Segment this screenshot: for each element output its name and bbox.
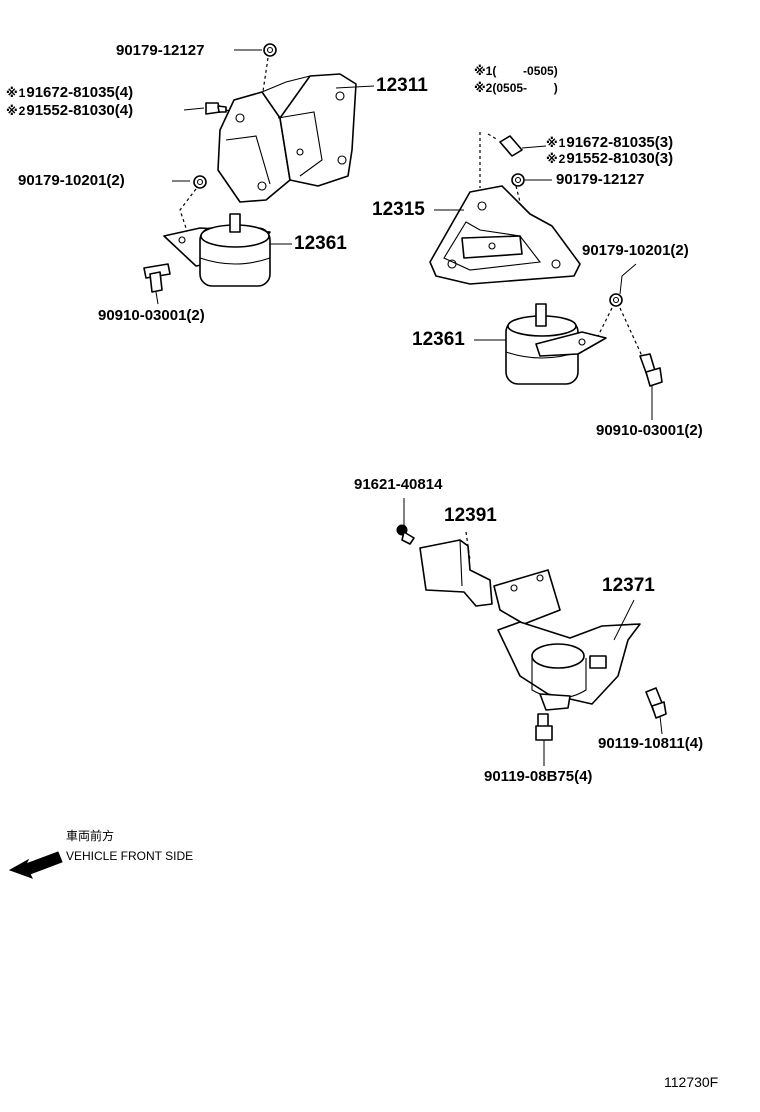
engine-mount-insulator-12361-left bbox=[163, 213, 271, 287]
part-90179-10201-2-left[interactable]: 90179-10201(2) bbox=[18, 172, 125, 189]
part-12371[interactable]: 12371 bbox=[602, 575, 655, 596]
stopper-12391 bbox=[419, 539, 493, 607]
marker-icon: ※ bbox=[474, 64, 486, 78]
part-12315[interactable]: 12315 bbox=[372, 199, 425, 220]
engine-mount-insulator-12371 bbox=[493, 569, 641, 711]
vehicle-front-en: VEHICLE FRONT SIDE bbox=[66, 849, 194, 863]
right-mount-assembly bbox=[429, 132, 663, 420]
variant-note-2: ※2(0505- ) bbox=[474, 81, 558, 95]
part-90910-03001-2-left[interactable]: 90910-03001(2) bbox=[98, 307, 205, 324]
small-bolt bbox=[396, 524, 415, 545]
vehicle-front-arrow-icon bbox=[8, 851, 63, 879]
part-91672-81035-3[interactable]: ※191672-81035(3) bbox=[546, 134, 674, 151]
engine-mount-insulator-12361-right bbox=[505, 303, 607, 385]
nut-side-left bbox=[193, 175, 207, 189]
upper-left-mount-assembly bbox=[143, 43, 375, 305]
part-12361-right[interactable]: 12361 bbox=[412, 329, 465, 350]
stud-bolt-right bbox=[639, 353, 663, 387]
part-90119-08b75-4[interactable]: 90119-08B75(4) bbox=[484, 768, 593, 785]
variant-note-1: ※1( -0505) bbox=[474, 64, 558, 78]
bolt-right-lower bbox=[645, 687, 667, 719]
bolt-right bbox=[499, 135, 523, 157]
part-91552-81030-3[interactable]: ※291552-81030(3) bbox=[546, 150, 674, 167]
engine-mount-bracket-12311 bbox=[217, 73, 357, 203]
bolt-bottom bbox=[535, 713, 553, 741]
bolt-left bbox=[205, 102, 227, 115]
part-90179-12127-top-left[interactable]: 90179-12127 bbox=[116, 42, 205, 59]
stud-bolt-left bbox=[143, 263, 171, 293]
nut-top-left bbox=[263, 43, 277, 57]
part-91552-81030-4[interactable]: ※291552-81030(4) bbox=[6, 102, 134, 119]
variant-1-range: ( -0505) bbox=[492, 64, 558, 78]
engine-mount-bracket-12315 bbox=[429, 185, 581, 285]
part-90910-03001-2-right[interactable]: 90910-03001(2) bbox=[596, 422, 703, 439]
part-90179-10201-2-right[interactable]: 90179-10201(2) bbox=[582, 242, 689, 259]
lower-mount-assembly bbox=[396, 498, 667, 766]
nut-top-right bbox=[511, 173, 525, 187]
part-12391[interactable]: 12391 bbox=[444, 505, 497, 526]
part-12311[interactable]: 12311 bbox=[376, 75, 428, 96]
diagram-id: 112730F bbox=[664, 1074, 719, 1090]
vehicle-front-jp: 車両前方 bbox=[66, 829, 115, 843]
part-12361-left[interactable]: 12361 bbox=[294, 233, 347, 254]
part-91621-40814[interactable]: 91621-40814 bbox=[354, 476, 443, 493]
variant-2-range: (0505- ) bbox=[492, 81, 558, 95]
marker-icon: ※ bbox=[474, 81, 486, 95]
part-91672-81035-4[interactable]: ※191672-81035(4) bbox=[6, 84, 134, 101]
part-90179-12127-right[interactable]: 90179-12127 bbox=[556, 171, 645, 188]
part-90119-10811-4[interactable]: 90119-10811(4) bbox=[598, 735, 704, 752]
nut-side-right bbox=[609, 293, 623, 307]
